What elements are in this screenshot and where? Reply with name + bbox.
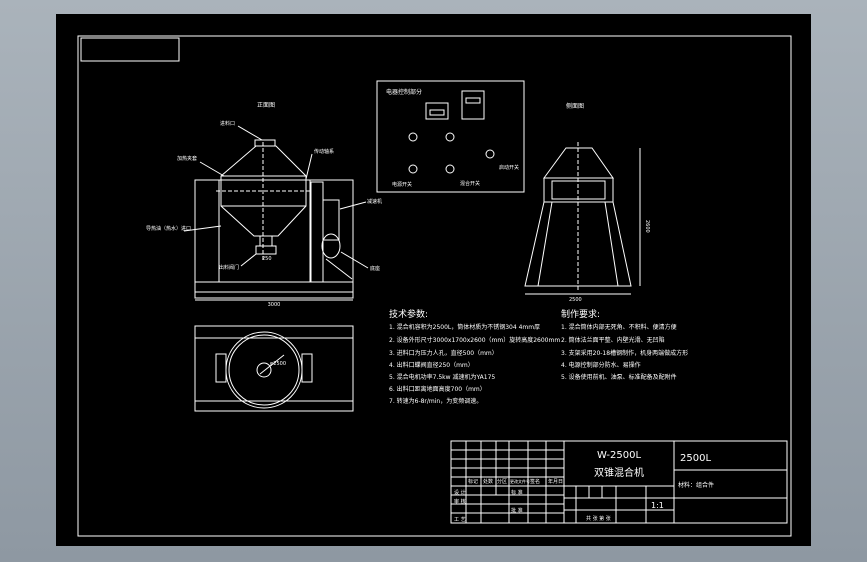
front-view: 正面图 250 3000 进料口 加热夹套 传动轴系 导热油（热水）进口 bbox=[146, 102, 382, 308]
power-switch bbox=[408, 164, 418, 174]
label-base: 底座 bbox=[370, 265, 380, 272]
heat-mark: 250 bbox=[262, 256, 272, 262]
control-title: 电器控制部分 bbox=[386, 88, 422, 96]
side-view: 侧面图 2500 2600 bbox=[524, 102, 650, 303]
tech-item: 7. 转速为6-8r/min，为变频调速。 bbox=[389, 397, 482, 405]
drawing-border bbox=[77, 35, 792, 537]
row-design: 设 计 bbox=[454, 489, 466, 496]
make-heading: 制作要求: bbox=[561, 308, 600, 320]
side-support bbox=[524, 201, 632, 287]
drawing-material: 材料：组合件 bbox=[678, 481, 714, 489]
col-sign: 签名 bbox=[530, 478, 540, 485]
make-item: 2. 筒体法兰面平整、内壁光滑、无凹陷 bbox=[561, 336, 665, 344]
front-view-title: 正面图 bbox=[257, 102, 275, 109]
tech-item: 4. 出料口蝶阀直径250（mm） bbox=[389, 361, 474, 369]
make-item: 4. 电源控制部分防水、易操作 bbox=[561, 361, 641, 369]
top-view: φ2500 bbox=[194, 325, 354, 412]
row-review: 审 核 bbox=[454, 498, 466, 505]
drawing-name: 双锥混合机 bbox=[594, 466, 644, 479]
side-dimension: 2500 bbox=[569, 297, 582, 303]
label-outlet-valve: 出料阀门 bbox=[219, 264, 239, 271]
power-switch-label: 电源开关 bbox=[392, 181, 412, 188]
start-switch-label: 启动开关 bbox=[499, 164, 519, 171]
tech-item: 2. 设备外形尺寸3000x1700x2600（mm）旋转高度2600mm bbox=[389, 336, 560, 344]
make-item: 3. 支架采用20-18槽钢制作，机身两端做成方形 bbox=[561, 349, 688, 357]
top-frame bbox=[194, 325, 354, 412]
row-standard: 标 准 bbox=[511, 489, 523, 496]
label-heating-jacket: 加热夹套 bbox=[177, 155, 197, 162]
col-mark: 标记 bbox=[468, 478, 478, 485]
tech-params: 技术参数: 1. 混合机容积为2500L，筒体材质为不锈钢304 4mm厚 2.… bbox=[389, 308, 560, 405]
label-motor: 减速机 bbox=[367, 198, 382, 205]
col-date: 年月日 bbox=[548, 478, 563, 485]
start-switch bbox=[485, 149, 495, 159]
cad-viewport[interactable]: 正面图 250 3000 进料口 加热夹套 传动轴系 导热油（热水）进口 bbox=[56, 14, 811, 546]
control-panel-frame bbox=[376, 80, 525, 193]
tech-item: 6. 出料口距离地面高度700（mm） bbox=[389, 385, 486, 393]
side-view-title: 侧面图 bbox=[566, 102, 584, 110]
label-reducer-shaft: 传动轴系 bbox=[314, 148, 334, 155]
make-item: 1. 混合筒体内部无死角、不积料、便清方便 bbox=[561, 323, 677, 331]
label-inlet: 进料口 bbox=[220, 120, 235, 127]
side-height: 2600 bbox=[644, 220, 650, 233]
mix-switch bbox=[445, 164, 455, 174]
display-meter-1 bbox=[425, 102, 449, 120]
display-meter-2 bbox=[461, 90, 485, 120]
title-block: 标记 处数 分区 更改文件号 签名 年月日 设 计 审 核 工 艺 标 准 批 … bbox=[450, 440, 788, 524]
title-block-frame bbox=[450, 440, 788, 524]
motor-body bbox=[322, 199, 340, 241]
control-panel: 电器控制部分 电源开关 混合开关 启动开关 bbox=[376, 80, 525, 193]
tech-item: 1. 混合机容积为2500L，筒体材质为不锈钢304 4mm厚 bbox=[389, 323, 540, 331]
tech-heading: 技术参数: bbox=[389, 308, 428, 320]
col-change: 更改文件号 bbox=[510, 478, 530, 484]
col-zone: 分区 bbox=[497, 478, 507, 485]
top-diameter: φ2500 bbox=[270, 361, 286, 367]
make-requirements: 制作要求: 1. 混合筒体内部无死角、不积料、便清方便 2. 筒体法兰面平整、内… bbox=[561, 308, 688, 381]
make-item: 5. 设备使用前机、油泵、标准配备及配附件 bbox=[561, 373, 677, 381]
tech-item: 5. 混合电机功率7.5kw 减速机为YA175 bbox=[389, 373, 495, 381]
mix-switch-label: 混合开关 bbox=[460, 180, 480, 187]
drawing-capacity: 2500L bbox=[680, 453, 711, 464]
top-vessel-circle bbox=[225, 331, 303, 409]
label-conduction-oil: 导热油（热水）进口 bbox=[146, 225, 191, 232]
top-left-box bbox=[80, 37, 180, 62]
inlet-flange bbox=[254, 139, 276, 147]
drawing-model: W-2500L bbox=[597, 450, 642, 461]
drawing-scale: 1:1 bbox=[651, 501, 664, 510]
drawing-canvas: 正面图 250 3000 进料口 加热夹套 传动轴系 导热油（热水）进口 bbox=[77, 35, 792, 537]
front-frame bbox=[194, 179, 354, 299]
sheet-count: 共 张 第 张 bbox=[586, 515, 611, 522]
row-process: 工 艺 bbox=[454, 517, 466, 523]
tech-item: 3. 进料口为压力人孔，直径500（mm） bbox=[389, 349, 498, 357]
row-approve: 批 准 bbox=[511, 507, 523, 514]
col-count: 处数 bbox=[483, 478, 493, 485]
front-dimension: 3000 bbox=[268, 302, 281, 308]
